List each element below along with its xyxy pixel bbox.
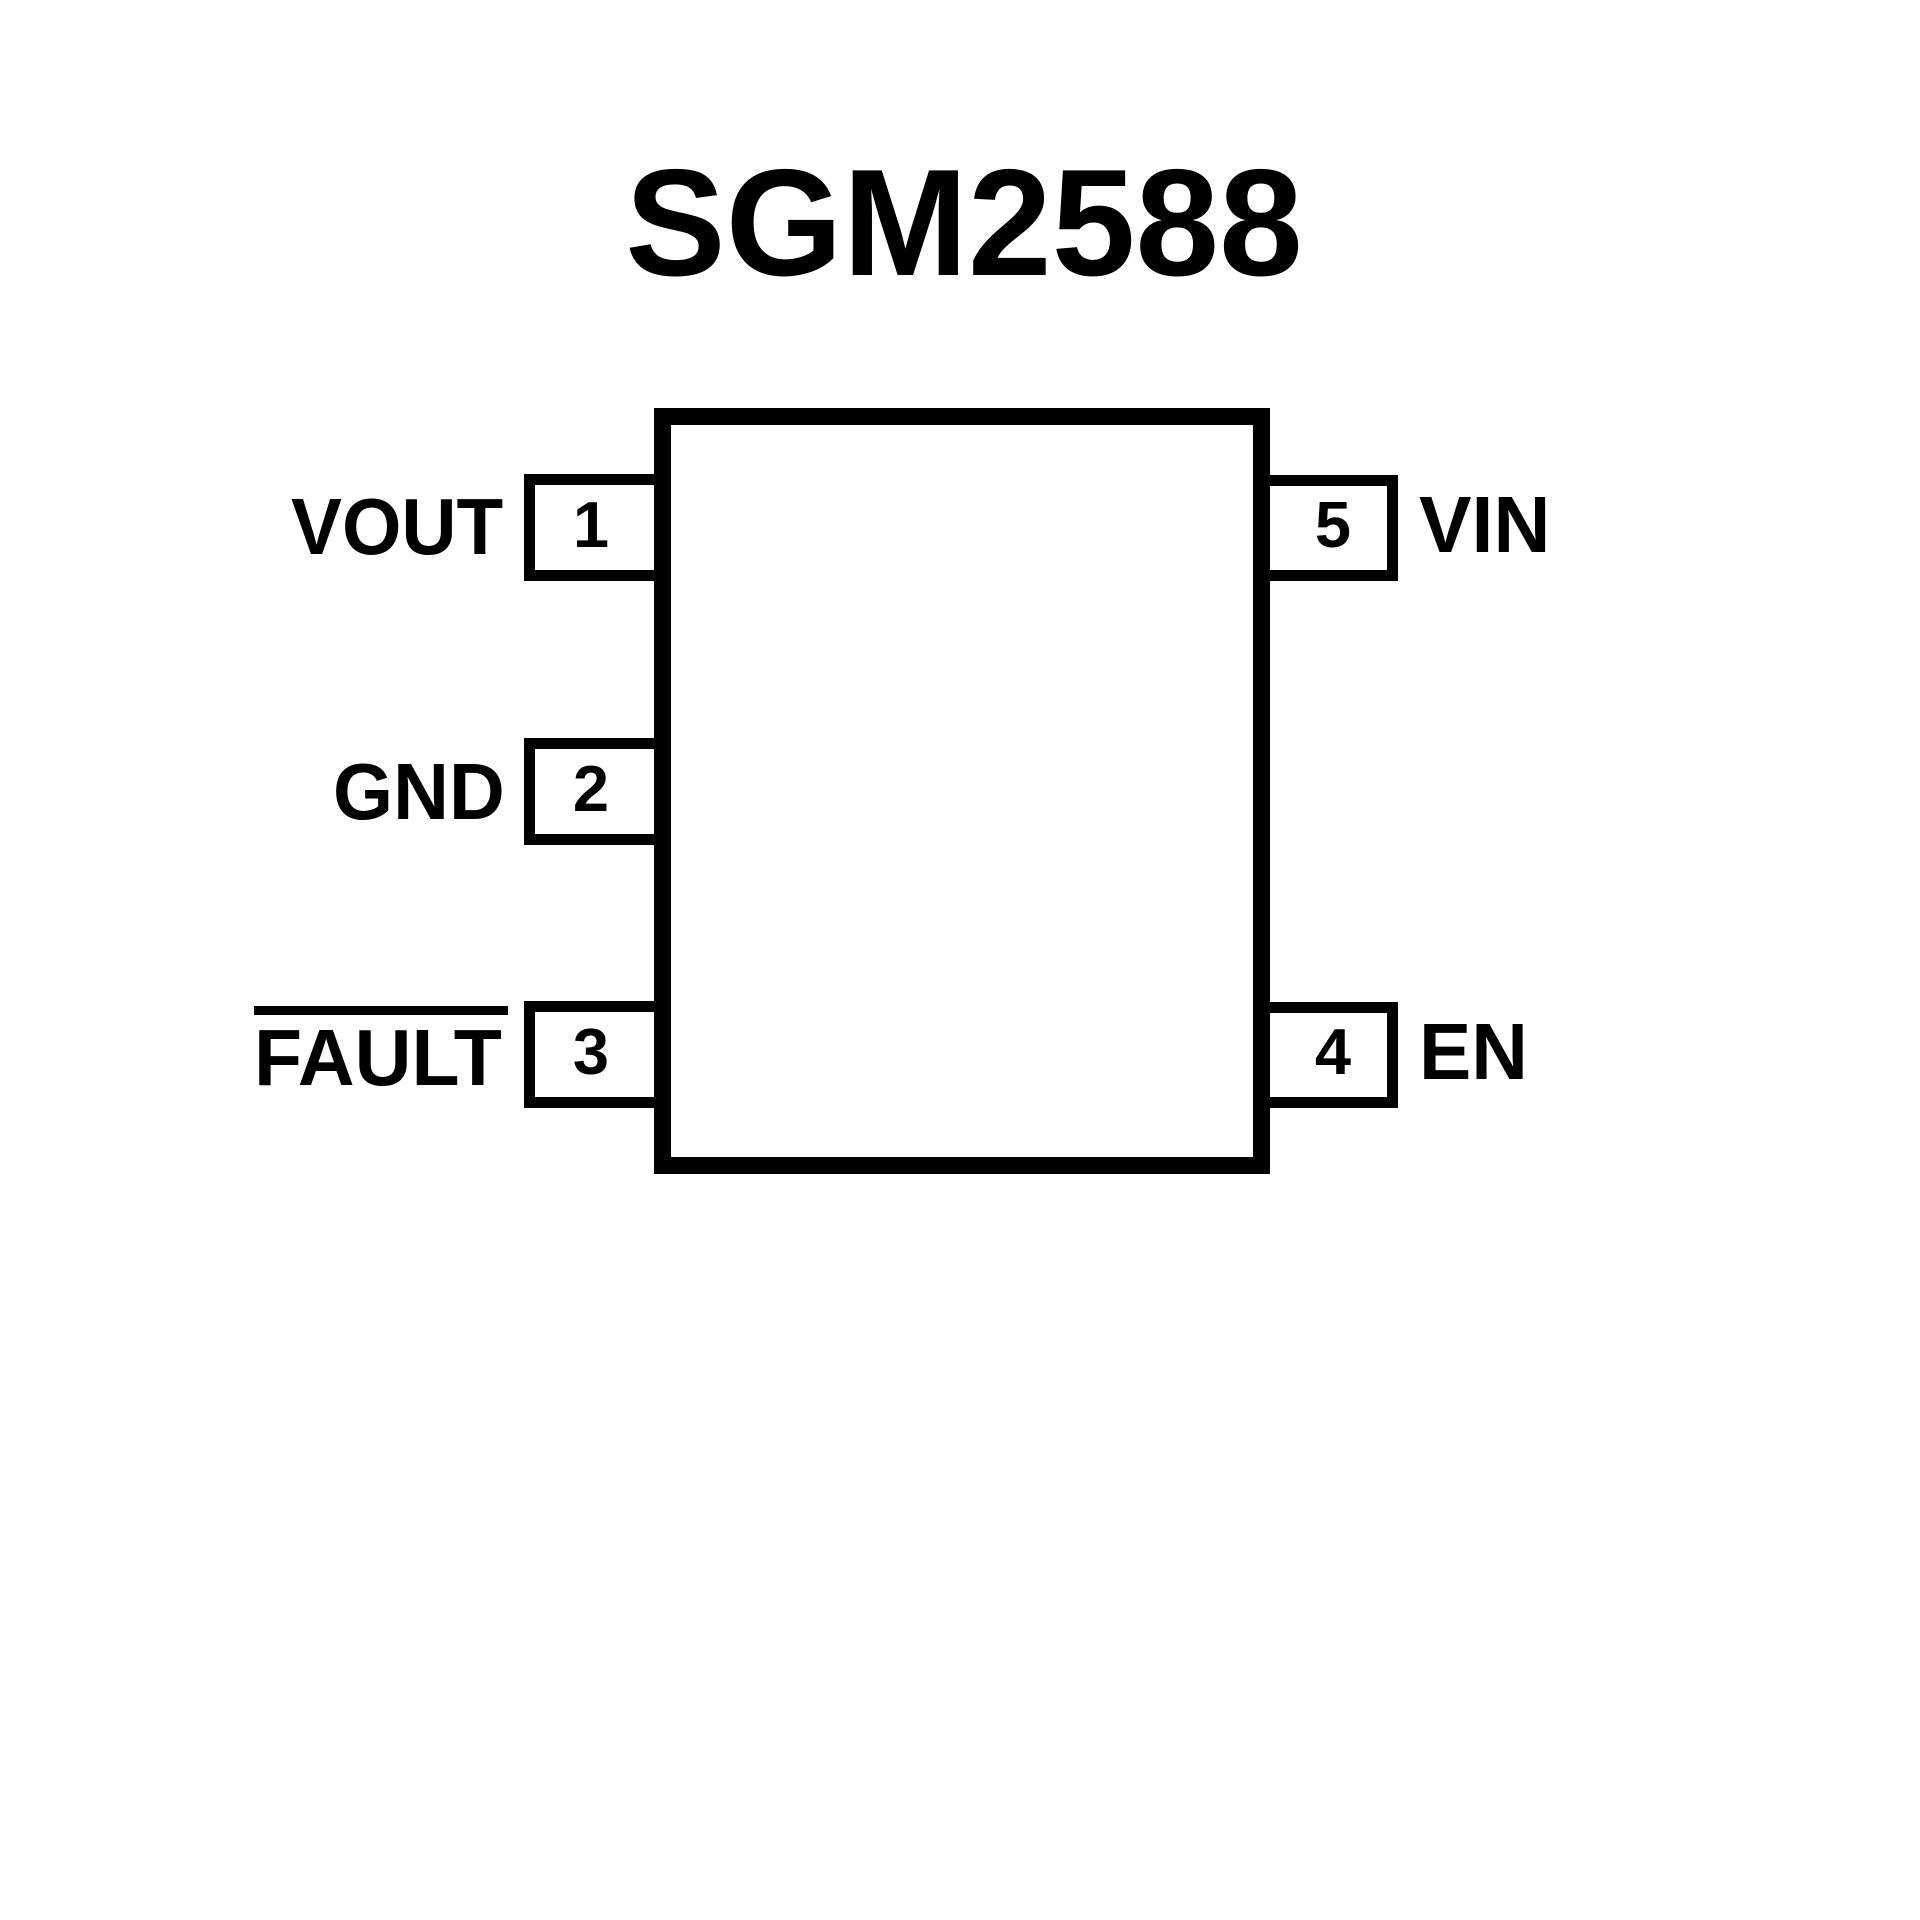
pin-number-5: 5 xyxy=(1314,488,1352,561)
pin-label-en: EN xyxy=(1419,1007,1528,1096)
pin-number-2: 2 xyxy=(572,751,610,825)
pin-label-gnd: GND xyxy=(333,747,505,836)
pin-label-fault: FAULT xyxy=(254,1013,502,1102)
fault-overline-bar xyxy=(254,1006,508,1015)
pin-box-3: 3 xyxy=(524,1001,656,1108)
pin-number-4: 4 xyxy=(1314,1015,1352,1088)
pin-box-4: 4 xyxy=(1268,1002,1398,1108)
pin-label-vout: VOUT xyxy=(290,482,503,571)
pin-box-5: 5 xyxy=(1268,475,1398,581)
chip-body xyxy=(654,408,1270,1174)
pin-box-2: 2 xyxy=(524,738,656,845)
pin-label-vin: VIN xyxy=(1419,480,1551,569)
pin-number-1: 1 xyxy=(572,487,610,561)
pin-box-1: 1 xyxy=(524,474,656,581)
pin-number-3: 3 xyxy=(572,1014,610,1088)
page-title: SGM2588 xyxy=(625,138,1303,308)
